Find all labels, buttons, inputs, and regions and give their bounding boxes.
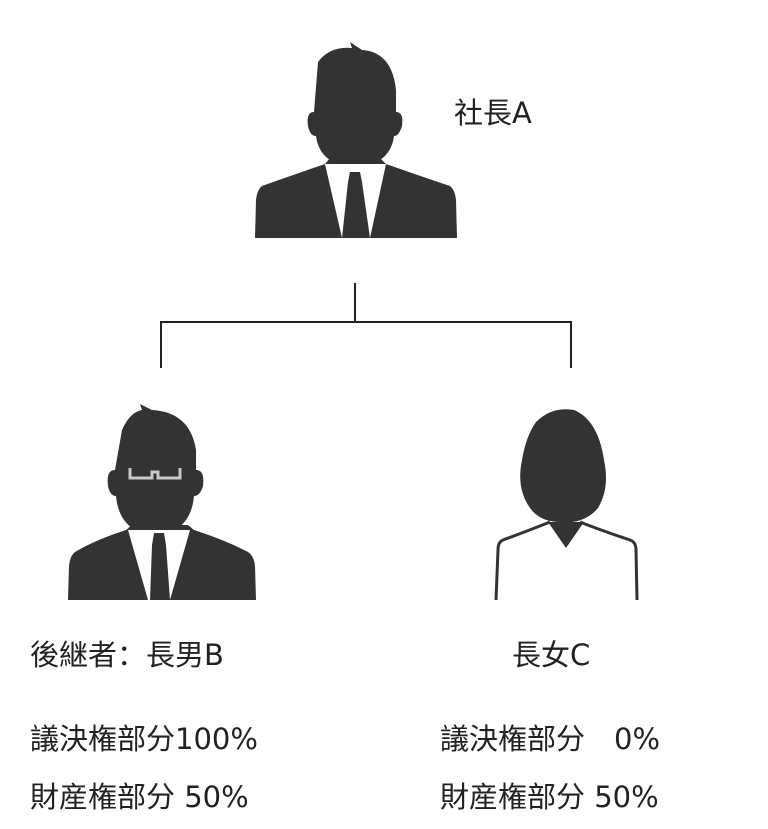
president-a-silhouette-icon bbox=[255, 42, 457, 238]
successor-b-silhouette-icon bbox=[68, 404, 256, 600]
daughter-voting-rights: 議決権部分 0% bbox=[440, 722, 661, 756]
president-a-label: 社長A bbox=[454, 96, 532, 130]
successor-b-label: 後継者：長男B bbox=[30, 638, 224, 672]
connector-lines bbox=[160, 283, 572, 368]
daughter-property-rights: 財産権部分 50% bbox=[440, 780, 659, 814]
successor-voting-rights: 議決権部分100% bbox=[30, 722, 258, 756]
daughter-c-silhouette-icon bbox=[494, 409, 639, 601]
glasses-icon bbox=[128, 468, 182, 480]
daughter-c-label: 長女C bbox=[512, 638, 591, 672]
successor-property-rights: 財産権部分 50% bbox=[30, 780, 249, 814]
